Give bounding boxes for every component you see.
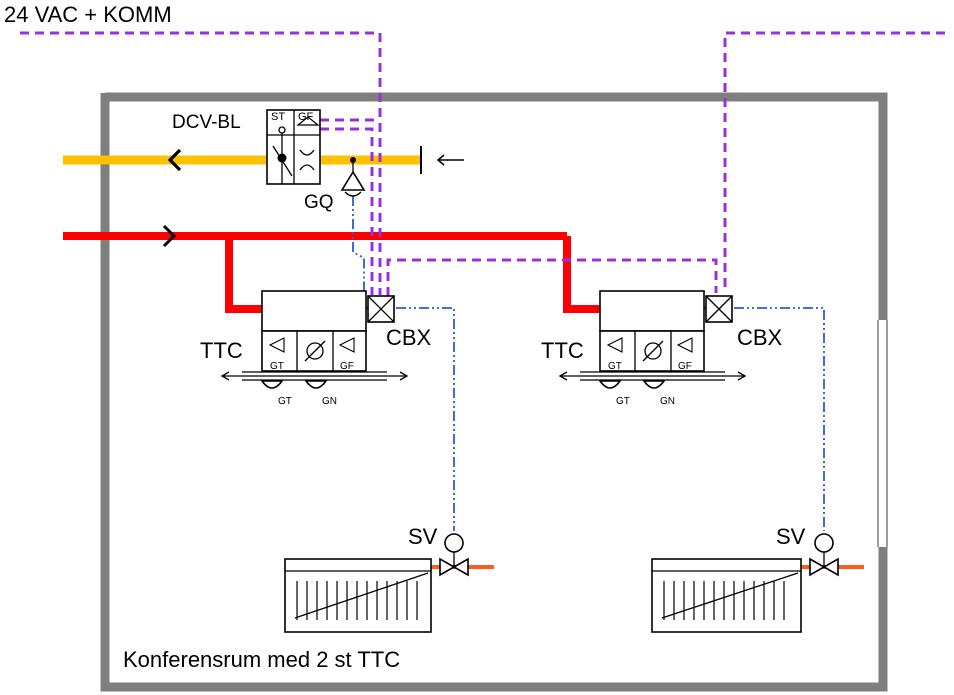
cbx-label-2: CBX [737, 325, 783, 350]
room-label: Konferensrum med 2 st TTC [123, 647, 400, 672]
cbx-label-1: CBX [386, 325, 432, 350]
gn-sensor-label-2: GN [660, 396, 675, 407]
gf-label-1: GF [340, 361, 354, 372]
dcv-bl-label: DCV-BL [172, 112, 241, 133]
gq-label: GQ [304, 192, 334, 213]
power-comm-label: 24 VAC + KOMM [4, 2, 172, 27]
comm-cables [20, 31, 945, 334]
gq-sensor [340, 157, 366, 197]
sv-valve-1 [431, 533, 494, 577]
room-walls [100, 92, 888, 692]
sv-label-2: SV [776, 524, 806, 549]
ttc-unit-1 [220, 290, 409, 389]
radiator-2 [651, 558, 802, 633]
ttc-unit-2 [558, 290, 747, 389]
gf-label-2: GF [678, 361, 692, 372]
dcv-gf-label: GF [298, 111, 314, 123]
gt-sensor-label-1: GT [278, 396, 292, 407]
radiator-1 [284, 558, 432, 633]
gn-sensor-label-1: GN [322, 396, 337, 407]
gt-sensor-label-2: GT [616, 396, 630, 407]
ttc-label-1: TTC [200, 338, 243, 363]
ttc-label-2: TTC [541, 338, 584, 363]
dcv-st-label: ST [271, 111, 285, 123]
exhaust-duct [63, 146, 464, 174]
gt-label-2: GT [608, 361, 622, 372]
sv-label-1: SV [408, 524, 438, 549]
gt-label-1: GT [270, 361, 284, 372]
signal-cables [352, 196, 825, 531]
sv-valve-2 [801, 533, 864, 577]
dcv-bl-damper [266, 109, 321, 185]
